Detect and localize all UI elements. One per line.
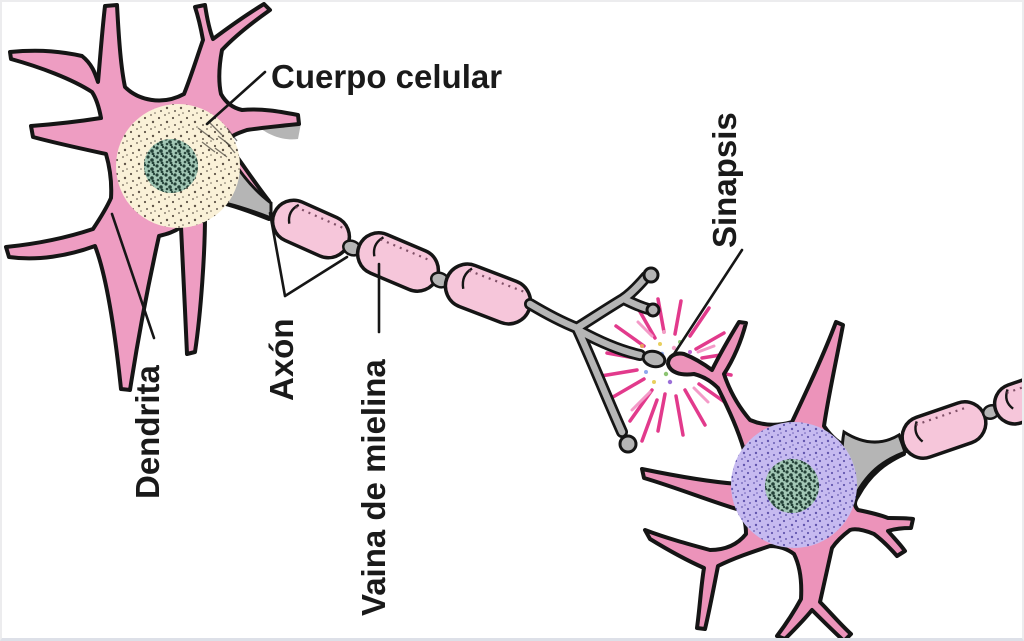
myelin-segment [270, 198, 352, 260]
nucleus-2-speckle [765, 459, 819, 513]
myelin-segment [355, 231, 441, 293]
label-myelin: Vaina de mielina [355, 359, 392, 616]
soma-1-crosshatch [197, 121, 238, 158]
leader-synapse [672, 248, 744, 356]
myelin-sheath-2 [900, 374, 1022, 460]
presynaptic-knob [641, 349, 667, 369]
neuron-2 [640, 320, 915, 638]
label-dendrite: Dendrita [129, 365, 166, 500]
nucleus-1-speckle [144, 139, 198, 193]
synapse-burst [599, 297, 735, 443]
labels: Cuerpo celular Dendrita Axón Vaina de mi… [129, 58, 743, 616]
myelin-segment [443, 262, 533, 326]
terminal-bulb [618, 434, 638, 454]
leader-dendrite [110, 212, 156, 340]
terminal-bulb [645, 302, 661, 318]
myelin-segment [900, 400, 988, 460]
myelin-sheath-1 [270, 198, 533, 326]
label-axon: Axón [263, 319, 300, 402]
label-synapse: Sinapsis [706, 112, 743, 248]
leader-cell-body [205, 70, 267, 126]
terminal-bulb [642, 266, 660, 284]
leader-axon [268, 211, 349, 298]
myelin-segment [992, 374, 1022, 426]
axon-terminals [524, 266, 667, 454]
label-cell-body: Cuerpo celular [271, 58, 502, 95]
terminal-tubes [526, 273, 657, 436]
neuron-1 [4, 2, 301, 392]
leader-lines [110, 70, 744, 356]
